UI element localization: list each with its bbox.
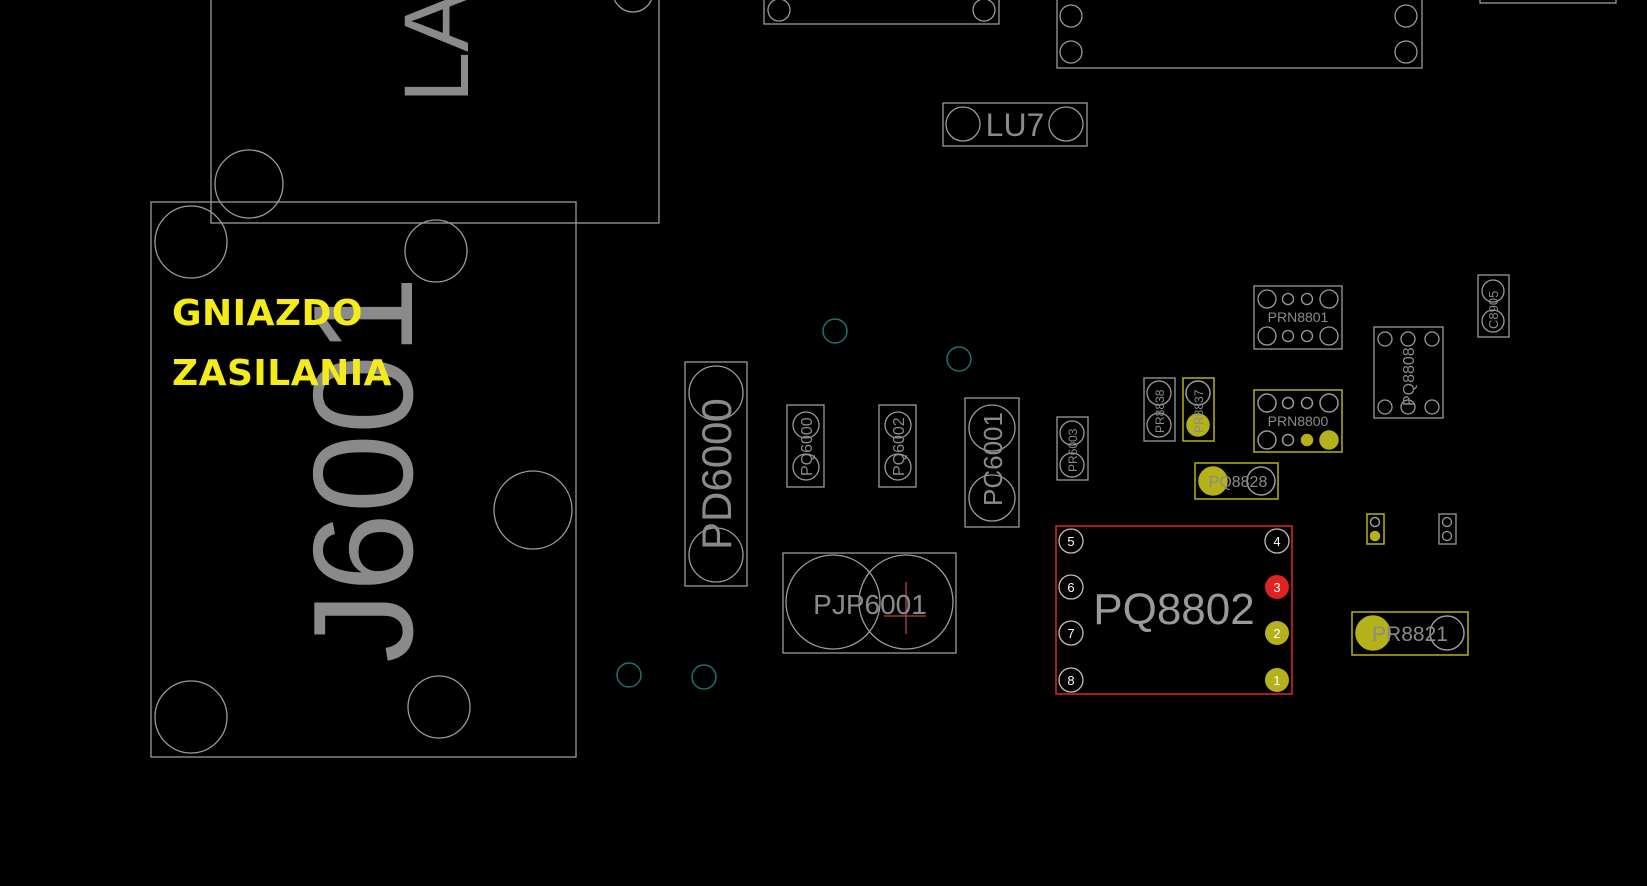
component-pq8828[interactable] xyxy=(1194,462,1279,500)
component-top-mid[interactable] xyxy=(763,0,1000,25)
component-j6001[interactable] xyxy=(150,201,577,758)
component-prn8801[interactable] xyxy=(1253,285,1343,350)
label-pq8802: PQ8802 xyxy=(1093,585,1254,634)
label-pq6000: PQ6000 xyxy=(799,417,816,476)
pq8802-pin-8[interactable]: 8 xyxy=(1067,673,1074,688)
component-top-right[interactable] xyxy=(1056,0,1423,69)
annotation-line-1: GNIAZDO xyxy=(172,293,364,334)
pq8802-pin-2[interactable]: 2 xyxy=(1273,626,1280,641)
label-lu7: LU7 xyxy=(986,107,1045,143)
label-pr8837: PR8837 xyxy=(1192,389,1206,433)
component-top-far-right[interactable] xyxy=(1479,0,1617,4)
component-small-right-1[interactable] xyxy=(1366,513,1385,545)
label-pr6003: PR6003 xyxy=(1066,428,1080,472)
component-pr8838[interactable] xyxy=(1143,377,1176,442)
label-j6001: J6001 xyxy=(284,276,443,663)
annotation-line-2: ZASILANIA xyxy=(172,353,392,394)
via xyxy=(822,318,848,344)
label-pq8828: PQ8828 xyxy=(1209,474,1268,491)
component-pq6000[interactable] xyxy=(786,404,825,488)
label-pjp6001: PJP6001 xyxy=(813,589,927,620)
label-pq6002: PQ6002 xyxy=(891,417,908,476)
pq8802-pin-6[interactable]: 6 xyxy=(1067,580,1074,595)
via xyxy=(691,664,717,690)
pq8802-pin-5[interactable]: 5 xyxy=(1067,534,1074,549)
pq8802-pin-7[interactable]: 7 xyxy=(1067,626,1074,641)
label-top-connector: LA xyxy=(386,0,488,103)
label-pr8821: PR8821 xyxy=(1372,623,1448,646)
component-pd6000[interactable] xyxy=(684,361,748,587)
component-pr6003[interactable] xyxy=(1056,416,1089,481)
pq8802-pin-4[interactable]: 4 xyxy=(1273,534,1280,549)
label-pr8838: PR8838 xyxy=(1153,389,1167,433)
component-pq8802[interactable]: 5 6 7 8 4 3 2 1 xyxy=(1055,525,1293,695)
label-pd6000: PD6000 xyxy=(693,398,740,550)
label-pc6001: PC6001 xyxy=(978,412,1008,506)
label-pq8808: PQ8808 xyxy=(1401,347,1418,406)
component-pr8837[interactable] xyxy=(1182,377,1215,442)
via xyxy=(946,346,972,372)
label-prn8800: PRN8800 xyxy=(1268,413,1329,429)
component-prn8800[interactable] xyxy=(1253,389,1343,453)
component-pr8821[interactable] xyxy=(1351,611,1469,656)
component-lu7[interactable] xyxy=(942,102,1088,147)
component-pq8808[interactable] xyxy=(1373,326,1444,419)
label-prn8801: PRN8801 xyxy=(1268,309,1329,325)
component-pc6001[interactable] xyxy=(964,397,1020,528)
component-small-right-2[interactable] xyxy=(1438,513,1457,545)
label-c8905: C8905 xyxy=(1486,291,1501,329)
via xyxy=(616,662,642,688)
component-pjp6001[interactable] xyxy=(782,552,957,654)
pq8802-pin-1[interactable]: 1 xyxy=(1273,673,1280,688)
component-top-connector[interactable] xyxy=(210,0,660,224)
component-c8905[interactable] xyxy=(1477,274,1510,338)
component-pq6002[interactable] xyxy=(878,404,917,488)
pq8802-pin-3[interactable]: 3 xyxy=(1273,580,1280,595)
